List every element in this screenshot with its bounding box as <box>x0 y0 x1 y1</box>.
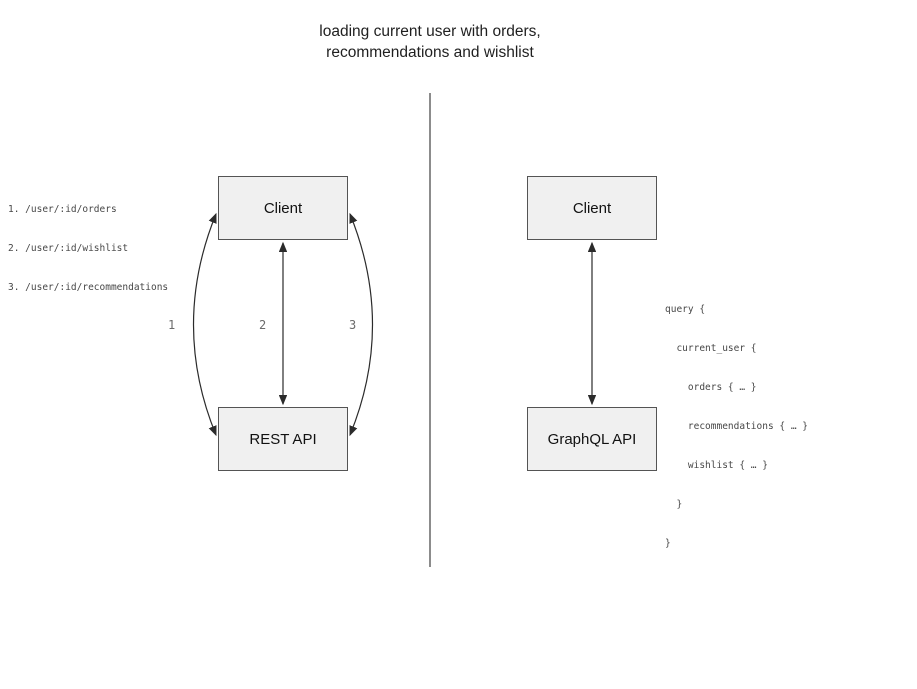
diagram-title-line1: loading current user with orders, <box>319 23 541 40</box>
graphql-query-line: recommendations { … } <box>665 421 808 432</box>
rest-api-label: REST API <box>249 430 317 448</box>
diagram-title: loading current user with orders, recomm… <box>319 21 540 63</box>
graphql-query-line: query { <box>665 304 706 315</box>
rest-endpoint-recommendations: 3. /user/:id/recommendations <box>8 282 169 293</box>
graphql-query-line: orders { … } <box>665 382 757 393</box>
rest-arrow-3-arc <box>349 212 374 437</box>
graphql-query-line: } <box>665 499 683 510</box>
rest-client-node: Client <box>218 176 348 240</box>
graphql-query-line: current_user { <box>665 343 757 354</box>
graphql-client-label: Client <box>572 199 612 217</box>
diagram-title-line2: recommendations and wishlist <box>326 44 534 61</box>
graphql-query-snippet: query { current_user { orders { … } reco… <box>665 277 808 576</box>
rest-endpoint-wishlist: 2. /user/:id/wishlist <box>8 243 129 254</box>
rest-arrow-1-arc <box>192 212 217 437</box>
graphql-query-line: wishlist { … } <box>665 460 768 471</box>
graphql-api-label: GraphQL API <box>547 430 637 448</box>
rest-api-node: REST API <box>218 407 348 471</box>
rest-endpoint-list: 1. /user/:id/orders 2. /user/:id/wishlis… <box>8 177 168 320</box>
rest-arrow-3-label: 3 <box>349 318 357 332</box>
rest-client-label: Client <box>263 199 303 217</box>
rest-arrow-2-label: 2 <box>259 318 267 332</box>
graphql-api-node: GraphQL API <box>527 407 657 471</box>
graphql-client-node: Client <box>527 176 657 240</box>
rest-arrow-1-label: 1 <box>168 318 176 332</box>
rest-endpoint-orders: 1. /user/:id/orders <box>8 204 117 215</box>
graphql-query-line: } <box>665 538 671 549</box>
